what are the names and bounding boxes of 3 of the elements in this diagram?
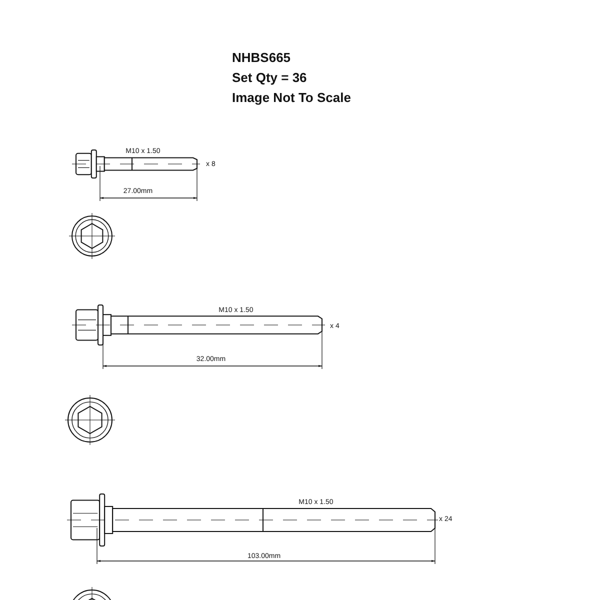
- part-number: NHBS665: [232, 50, 291, 64]
- scale-note: Image Not To Scale: [232, 90, 351, 104]
- set-quantity-text: Set Qty = 36: [232, 70, 307, 84]
